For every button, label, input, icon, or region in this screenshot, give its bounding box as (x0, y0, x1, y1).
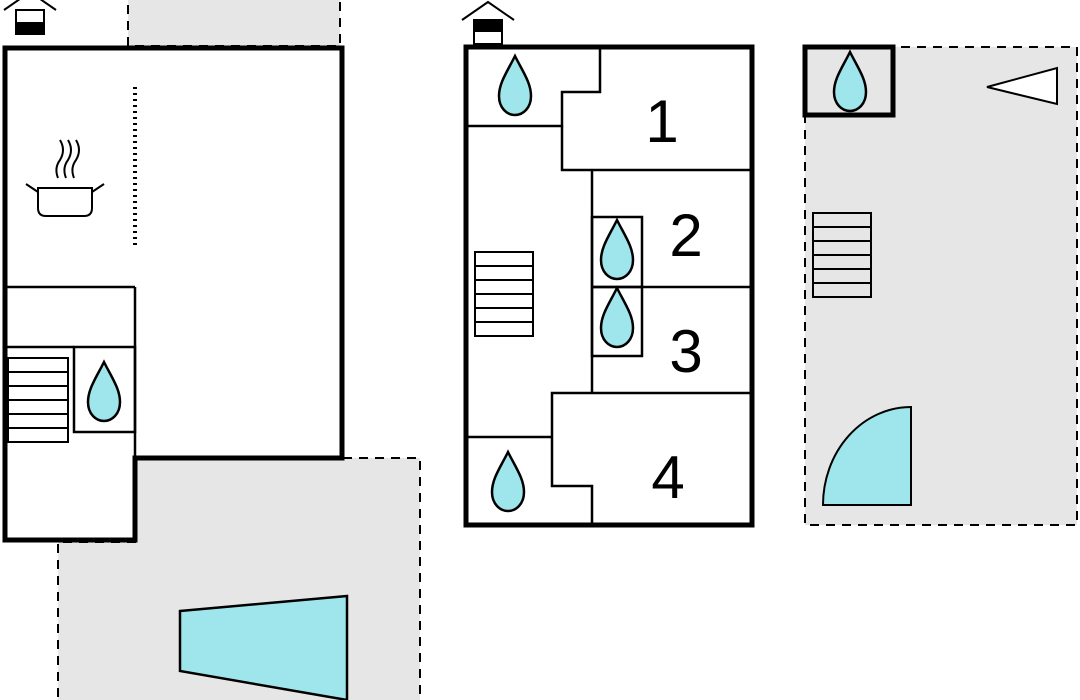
water-drop-icon (497, 53, 533, 117)
room-number-3: 3 (669, 318, 702, 385)
outdoor-terrace-right (804, 46, 1078, 526)
staircase-icon (812, 212, 872, 298)
room-number-2: 2 (669, 202, 702, 269)
outdoor-area-top-left (127, 0, 341, 47)
water-drop-icon (86, 359, 122, 423)
water-drop-icon (599, 217, 635, 281)
ground-floor (2, 45, 345, 543)
entrance-house-icon (461, 0, 515, 45)
quarter-circle-shower-icon (821, 405, 912, 506)
room-number-4: 4 (651, 444, 684, 511)
roof-terrace (802, 44, 1058, 506)
cooking-pot-icon (25, 139, 105, 217)
entrance-house-icon (3, 0, 57, 35)
upper-floor: 1 2 3 4 (463, 44, 755, 528)
water-drop-icon (832, 49, 868, 113)
staircase-icon (474, 251, 534, 337)
swimming-pool-icon (178, 594, 349, 700)
staircase-icon (7, 357, 69, 443)
water-drop-icon (490, 449, 526, 513)
room-number-1: 1 (645, 88, 678, 155)
triangle-icon (986, 66, 1058, 106)
water-drop-icon (599, 285, 635, 349)
